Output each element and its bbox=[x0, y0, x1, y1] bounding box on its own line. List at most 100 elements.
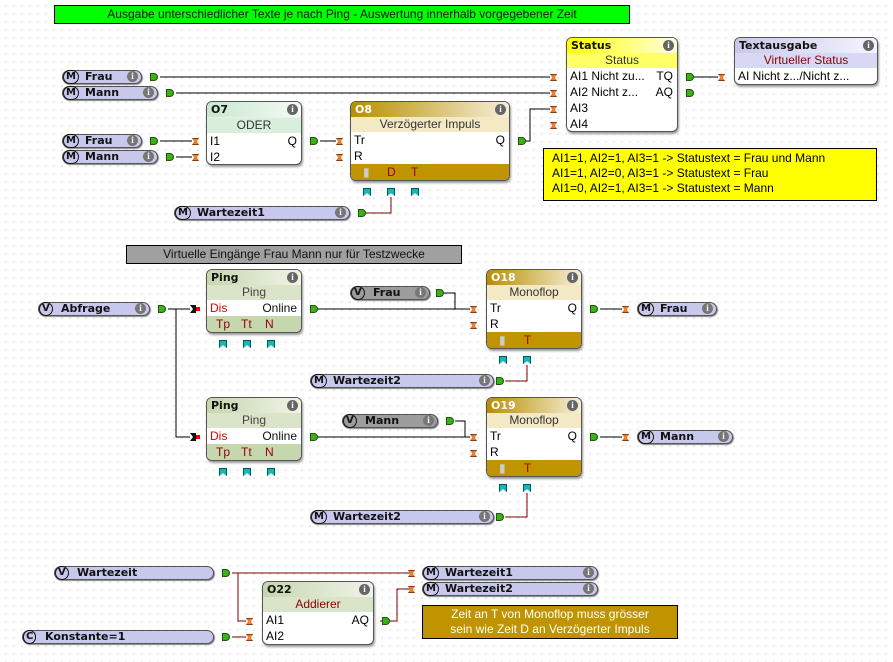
status-rules-note[interactable]: AI1=1, AI2=1, AI3=1 -> Statustext = Frau… bbox=[543, 148, 877, 201]
output-pin[interactable] bbox=[222, 633, 230, 641]
param-pin[interactable] bbox=[523, 356, 531, 364]
timing-hint-note[interactable]: Zeit an T von Monoflop muss grösser sein… bbox=[422, 605, 678, 639]
param-pin[interactable] bbox=[243, 340, 251, 348]
info-icon[interactable]: i bbox=[479, 375, 490, 386]
info-icon[interactable]: i bbox=[287, 272, 298, 283]
output-pin[interactable] bbox=[590, 305, 598, 313]
input-pin[interactable] bbox=[408, 570, 415, 577]
input-pin[interactable] bbox=[470, 450, 477, 457]
info-icon[interactable]: i bbox=[143, 87, 154, 98]
input-pin[interactable] bbox=[550, 74, 557, 81]
param-pin[interactable] bbox=[499, 356, 507, 364]
input-pin[interactable] bbox=[550, 90, 557, 97]
info-icon[interactable]: i bbox=[567, 272, 578, 283]
param-pin[interactable] bbox=[411, 188, 419, 196]
info-icon[interactable]: i bbox=[127, 71, 138, 82]
output-pin[interactable] bbox=[382, 617, 390, 625]
param-pin[interactable] bbox=[219, 340, 227, 348]
input-pin[interactable] bbox=[246, 618, 253, 625]
title-note[interactable]: Ausgabe unterschiedlicher Texte je nach … bbox=[54, 5, 630, 24]
output-pin[interactable] bbox=[310, 137, 318, 145]
param-pin[interactable] bbox=[243, 468, 251, 476]
info-icon[interactable]: i bbox=[718, 431, 729, 442]
info-icon[interactable]: i bbox=[135, 303, 146, 314]
output-pin[interactable] bbox=[436, 289, 444, 297]
output-pin[interactable] bbox=[496, 377, 504, 385]
input-pin[interactable] bbox=[336, 154, 343, 161]
info-icon[interactable]: i bbox=[415, 287, 426, 298]
info-icon[interactable]: i bbox=[287, 104, 298, 115]
input-pin[interactable] bbox=[550, 106, 557, 113]
info-icon[interactable]: i bbox=[127, 135, 138, 146]
input-pin[interactable] bbox=[470, 306, 477, 313]
input-pin[interactable] bbox=[470, 434, 477, 441]
output-pin[interactable] bbox=[222, 569, 230, 577]
info-icon[interactable]: i bbox=[663, 40, 674, 51]
output-pin[interactable] bbox=[150, 73, 158, 81]
output-pin[interactable] bbox=[590, 433, 598, 441]
input-pin[interactable] bbox=[192, 154, 199, 161]
info-icon[interactable]: i bbox=[287, 400, 298, 411]
param-pin[interactable] bbox=[499, 484, 507, 492]
param-pin[interactable] bbox=[523, 484, 531, 492]
input-pin[interactable] bbox=[470, 322, 477, 329]
output-pin[interactable] bbox=[496, 513, 504, 521]
param-pin[interactable] bbox=[363, 188, 371, 196]
output-pin[interactable] bbox=[686, 73, 694, 81]
input-pin[interactable] bbox=[246, 634, 253, 641]
input-pin[interactable] bbox=[408, 586, 415, 593]
disable-input-pin[interactable] bbox=[190, 433, 200, 441]
output-pin[interactable] bbox=[150, 137, 158, 145]
output-pin[interactable] bbox=[310, 305, 318, 313]
output-pin[interactable] bbox=[446, 417, 454, 425]
info-icon[interactable]: i bbox=[479, 511, 490, 522]
info-icon[interactable]: i bbox=[702, 303, 713, 314]
info-icon[interactable]: i bbox=[143, 151, 154, 162]
info-icon[interactable]: i bbox=[495, 104, 506, 115]
input-pin[interactable] bbox=[192, 138, 199, 145]
param-pin[interactable] bbox=[219, 468, 227, 476]
test-inputs-note[interactable]: Virtuelle Eingänge Frau Mann nur für Tes… bbox=[126, 245, 462, 264]
output-pin[interactable] bbox=[166, 89, 174, 97]
param-pin[interactable] bbox=[267, 340, 275, 348]
output-pin[interactable] bbox=[166, 153, 174, 161]
param-pin[interactable] bbox=[267, 468, 275, 476]
info-icon[interactable]: i bbox=[567, 400, 578, 411]
output-pin[interactable] bbox=[310, 433, 318, 441]
disable-input-pin[interactable] bbox=[190, 305, 200, 313]
input-pin[interactable] bbox=[622, 434, 629, 441]
output-pin[interactable] bbox=[358, 209, 366, 217]
info-icon[interactable]: i bbox=[863, 40, 874, 51]
input-pin[interactable] bbox=[718, 74, 725, 81]
param-pin[interactable] bbox=[387, 188, 395, 196]
input-pin[interactable] bbox=[336, 138, 343, 145]
input-pin[interactable] bbox=[550, 122, 557, 129]
info-icon[interactable]: i bbox=[359, 584, 370, 595]
output-pin[interactable] bbox=[158, 305, 166, 313]
info-icon[interactable]: i bbox=[423, 415, 434, 426]
info-icon[interactable]: i bbox=[335, 207, 346, 218]
